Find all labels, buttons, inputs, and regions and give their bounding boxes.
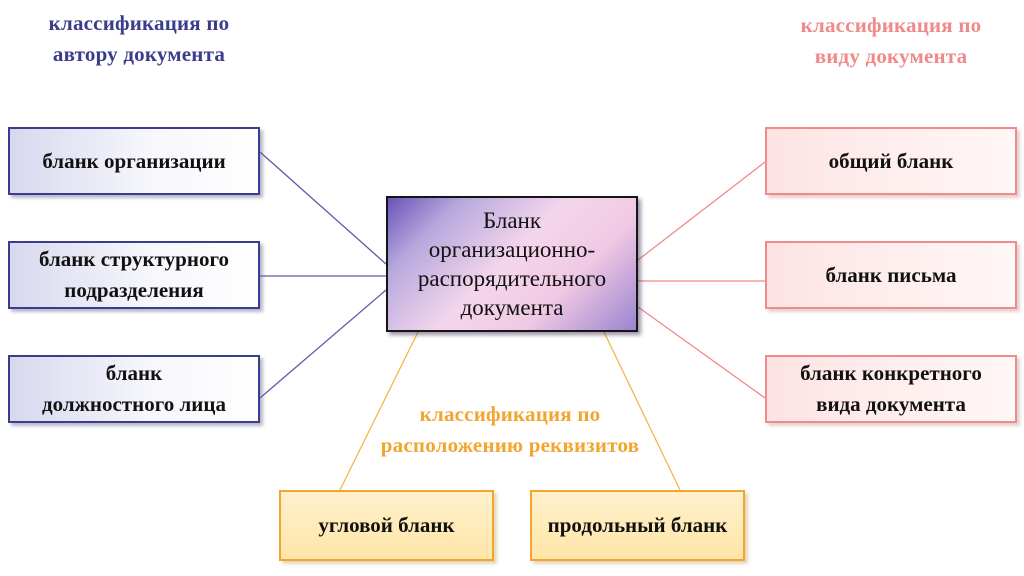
- box-central-document-form: Бланк организационно- распорядительного …: [386, 196, 638, 332]
- connector-author-org: [259, 151, 387, 265]
- box-corner-form: угловой бланк: [279, 490, 494, 561]
- box-organization-form: бланк организации: [8, 127, 260, 195]
- box-structural-unit-form: бланк структурного подразделения: [8, 241, 260, 309]
- heading-by-layout: классификация по расположению реквизитов: [380, 402, 640, 457]
- heading-by-type: классификация по виду документа: [800, 13, 982, 68]
- box-official-form: бланк должностного лица: [8, 355, 260, 423]
- box-letter-form: бланк письма: [765, 241, 1017, 309]
- connector-type-general: [637, 161, 766, 261]
- connector-layout-corner: [339, 331, 419, 491]
- box-longitudinal-form: продольный бланк: [530, 490, 745, 561]
- connector-type-specific: [637, 306, 766, 399]
- connector-layout-longit: [603, 331, 681, 491]
- box-general-form: общий бланк: [765, 127, 1017, 195]
- heading-by-author: классификация по автору документа: [48, 11, 230, 66]
- box-specific-document-form: бланк конкретного вида документа: [765, 355, 1017, 423]
- connector-author-official: [259, 289, 387, 399]
